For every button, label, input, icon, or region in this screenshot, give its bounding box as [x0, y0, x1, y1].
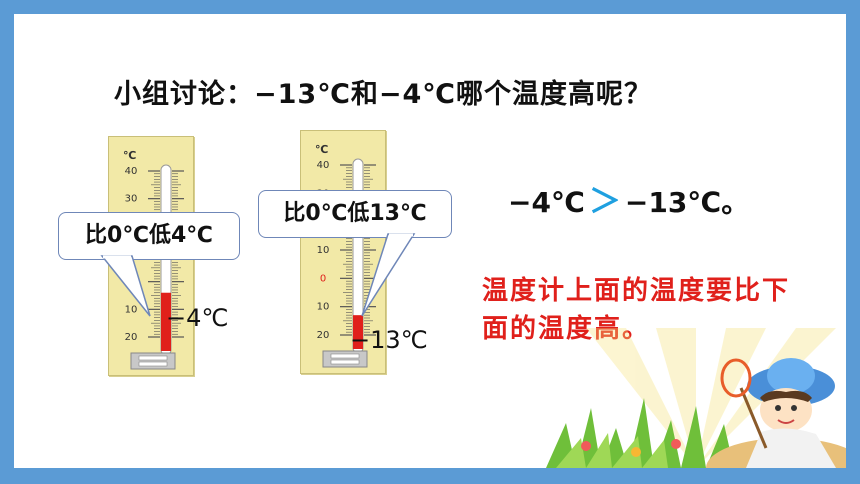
unit-label: ℃ [123, 149, 136, 162]
unit-label: ℃ [315, 143, 328, 156]
callout-minus-4: 比0℃低4℃ [58, 212, 240, 260]
scale-label: 20 [125, 332, 138, 343]
mercury-column [353, 315, 363, 349]
child-illustration-icon [546, 328, 846, 468]
scale-label: 40 [125, 166, 138, 177]
base-slot [138, 361, 168, 367]
readout-minus-13: −13℃ [350, 326, 428, 354]
discussion-question: 小组讨论：−13℃和−4℃哪个温度高呢？ [114, 79, 652, 110]
scale-label: 10 [125, 304, 138, 315]
base-slot [330, 359, 360, 365]
scale-label: 20 [317, 330, 330, 341]
greater-than-symbol: ＞ [588, 182, 621, 220]
base-slot [330, 353, 360, 359]
scale-label: 10 [317, 302, 330, 313]
base-slot [138, 355, 168, 361]
comparison-statement: −4℃＞−13℃。 [508, 176, 749, 222]
comparison-right: −13℃。 [624, 186, 750, 219]
mercury-column [161, 292, 171, 351]
readout-minus-4: −4℃ [166, 304, 229, 332]
callout-text: 比0℃低4℃ [85, 223, 213, 248]
callout-minus-13: 比0℃低13℃ [258, 190, 452, 238]
slide-canvas: 小组讨论：−13℃和−4℃哪个温度高呢？ ℃ 40 30 20 10 0 10 20 比0℃低… [14, 14, 846, 468]
scale-label: 40 [317, 160, 330, 171]
thermometer-base [130, 352, 176, 370]
conclusion-text: 温度计上面的温度要比下面的温度高。 [482, 276, 791, 344]
callout-pointer [100, 255, 151, 317]
scale-label: 10 [317, 245, 330, 256]
comparison-left: −4℃ [508, 186, 585, 219]
callout-pointer [361, 233, 416, 317]
scale-label: 30 [125, 194, 138, 205]
callout-text: 比0℃低13℃ [283, 201, 427, 226]
scale-label: 0 [320, 273, 326, 284]
